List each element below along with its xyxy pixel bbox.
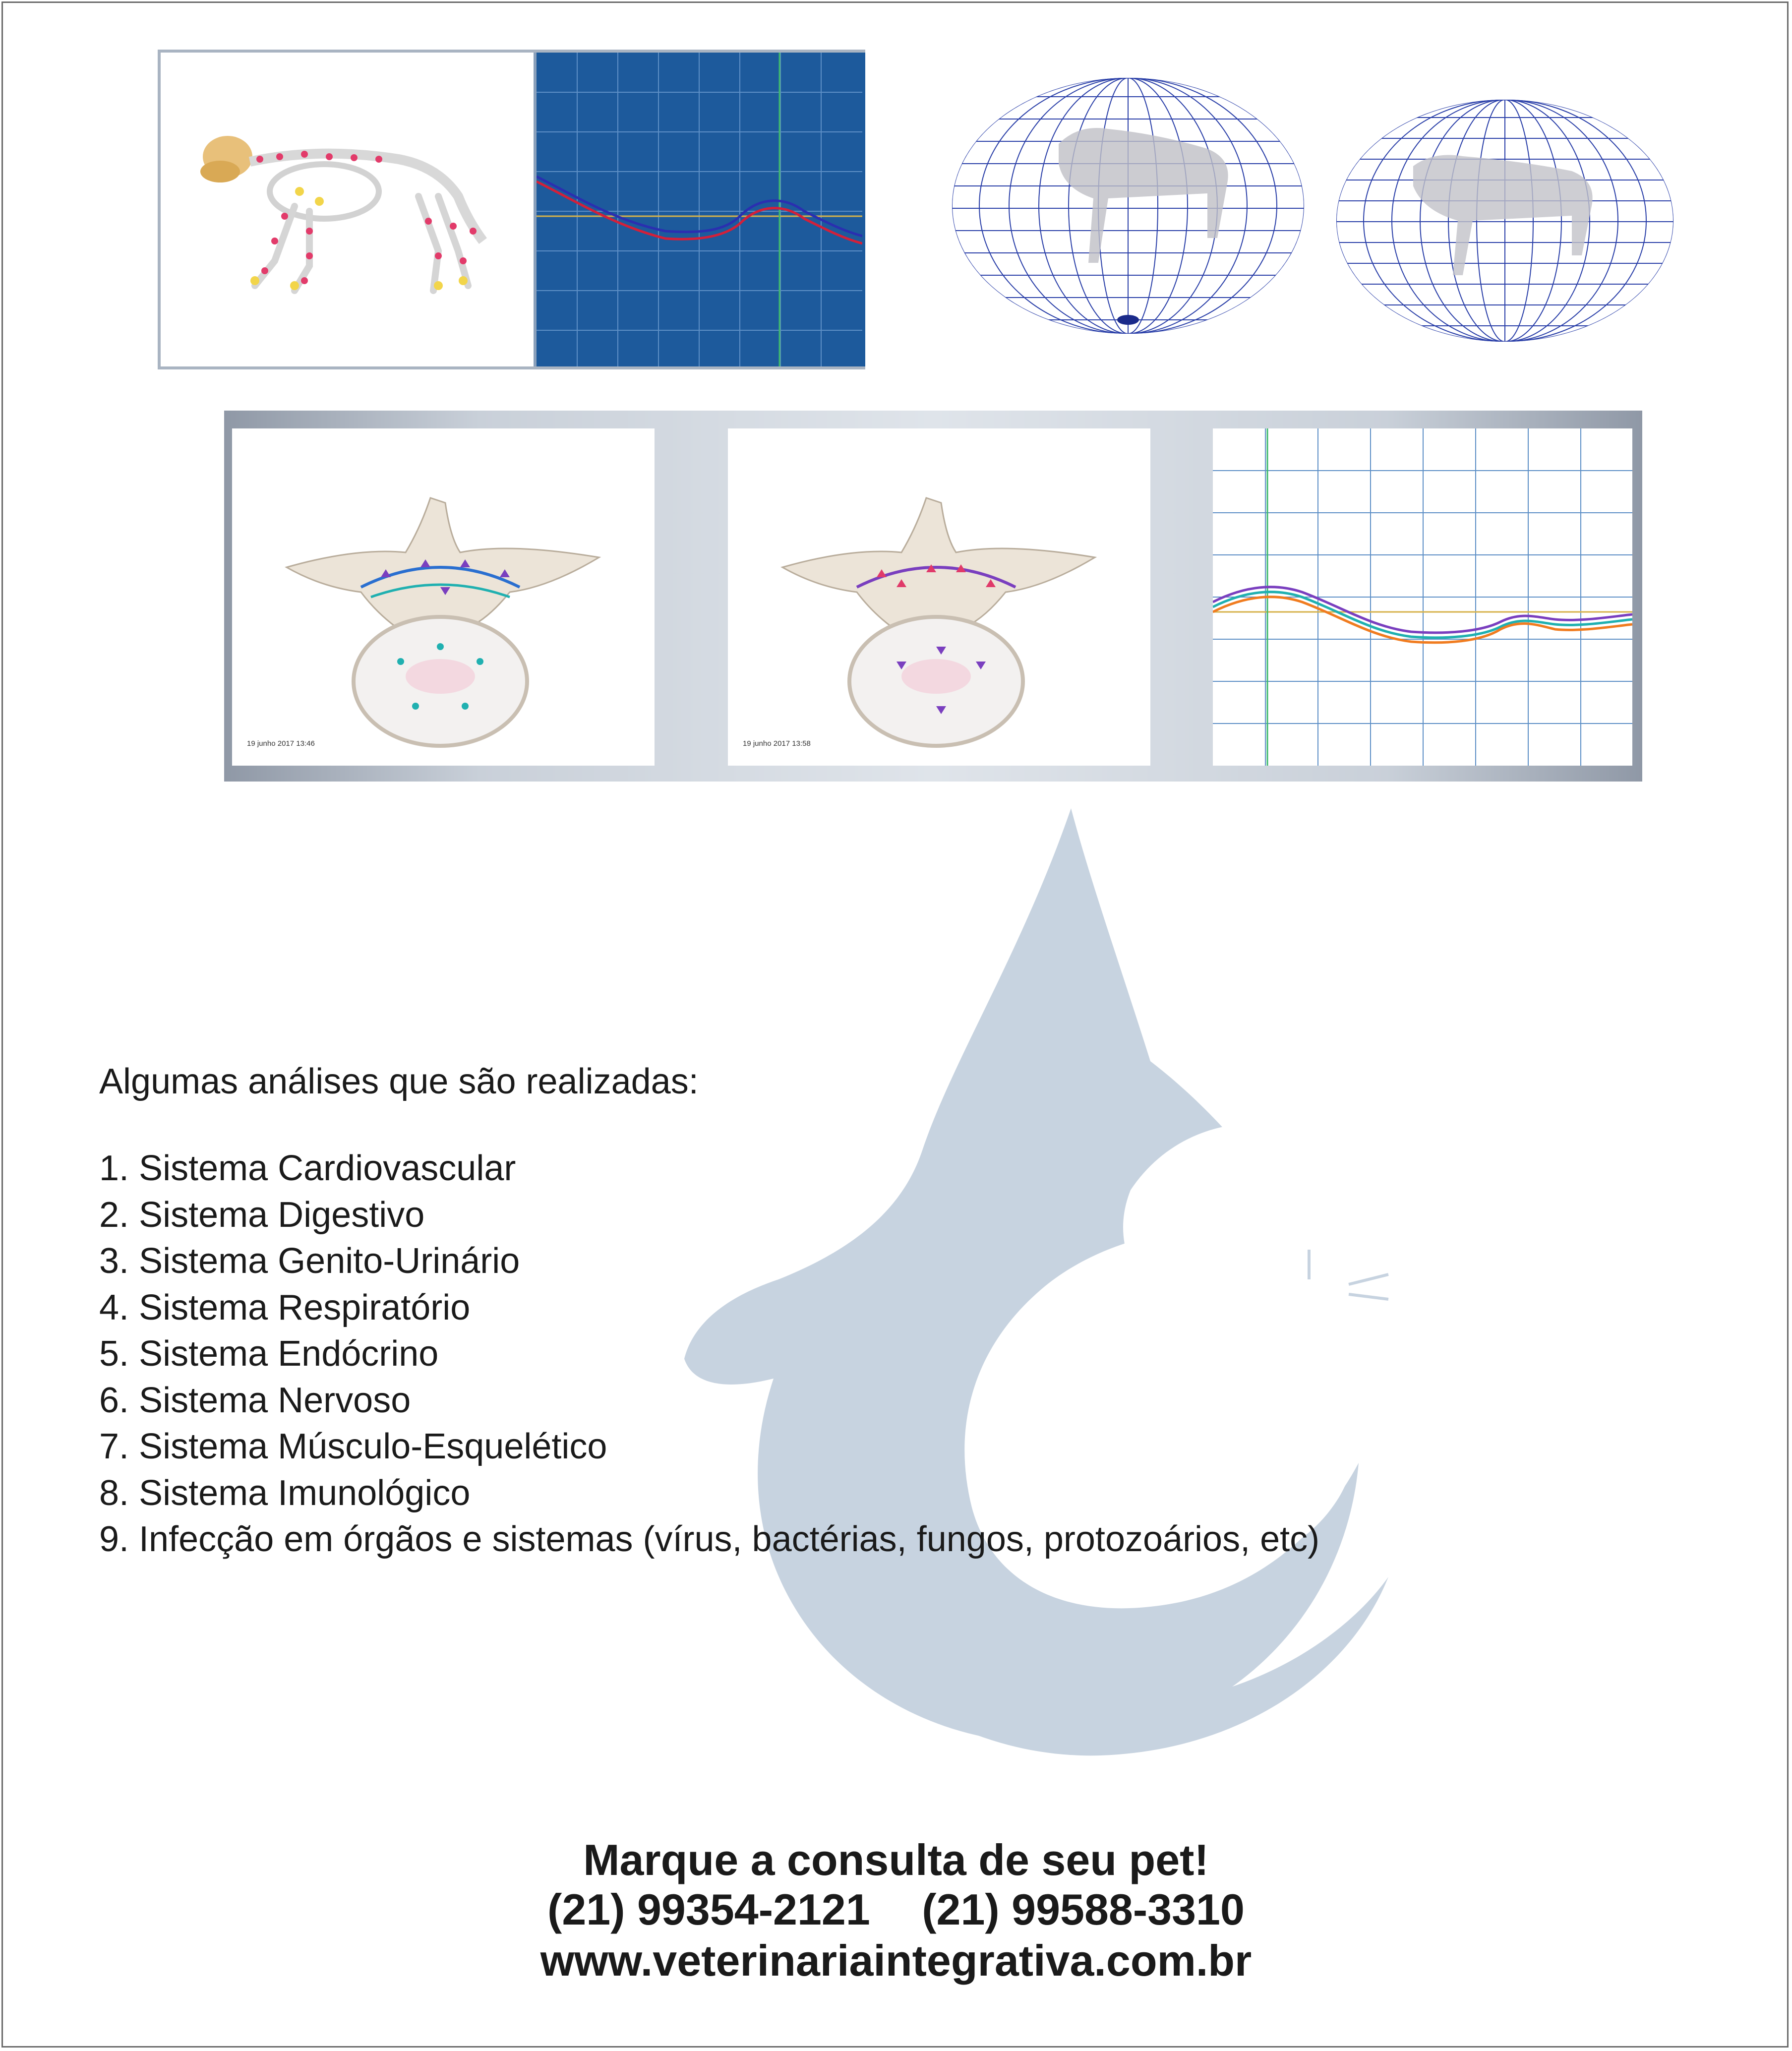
vertebra-image-middle <box>780 497 1097 748</box>
wireframe-globe-left <box>952 78 1304 334</box>
phone-number-2[interactable]: (21) 99588-3310 <box>922 1885 1245 1934</box>
vertebra-panel-middle: 19 junho 2017 13:58 <box>728 428 1150 766</box>
list-item: 2. Sistema Digestivo <box>99 1195 425 1235</box>
list-item: 5. Sistema Endócrino <box>99 1334 439 1374</box>
line-graph-top <box>534 53 865 366</box>
pet-logo-watermark <box>684 808 1403 1756</box>
list-item: 7. Sistema Músculo-Esquelético <box>99 1427 607 1466</box>
dog-skeleton-image <box>200 136 487 294</box>
list-item: 1. Sistema Cardiovascular <box>99 1148 516 1188</box>
list-item: 4. Sistema Respiratório <box>99 1287 471 1327</box>
cta-phones: (21) 99354-2121 (21) 99588-3310 <box>0 1884 1792 1935</box>
line-graph-middle <box>1212 428 1633 766</box>
vertebra-scan-strip: 19 junho 2017 13:46 19 junho 2017 13:58 <box>224 411 1642 782</box>
skeleton-scan-panel <box>158 50 865 369</box>
phone-number-1[interactable]: (21) 99354-2121 <box>547 1885 870 1934</box>
cta-headline: Marque a consulta de seu pet! <box>583 1835 1209 1884</box>
analysis-list: 1. Sistema Cardiovascular 2. Sistema Dig… <box>99 1146 1319 1563</box>
timestamp-left: 19 junho 2017 13:46 <box>247 739 315 748</box>
wireframe-globe-right <box>1336 100 1673 342</box>
list-item: 6. Sistema Nervoso <box>99 1380 411 1420</box>
vertebra-image-left <box>285 497 601 748</box>
list-item: 9. Infecção em órgãos e sistemas (vírus,… <box>99 1519 1320 1559</box>
list-item: 3. Sistema Genito-Urinário <box>99 1241 520 1281</box>
vertebra-panel-left: 19 junho 2017 13:46 <box>232 428 655 766</box>
list-item: 8. Sistema Imunológico <box>99 1473 471 1513</box>
analysis-intro: Algumas análises que são realizadas: <box>99 1062 699 1101</box>
website-link[interactable]: www.veterinariaintegrativa.com.br <box>540 1936 1252 1985</box>
timestamp-middle: 19 junho 2017 13:58 <box>743 739 811 748</box>
